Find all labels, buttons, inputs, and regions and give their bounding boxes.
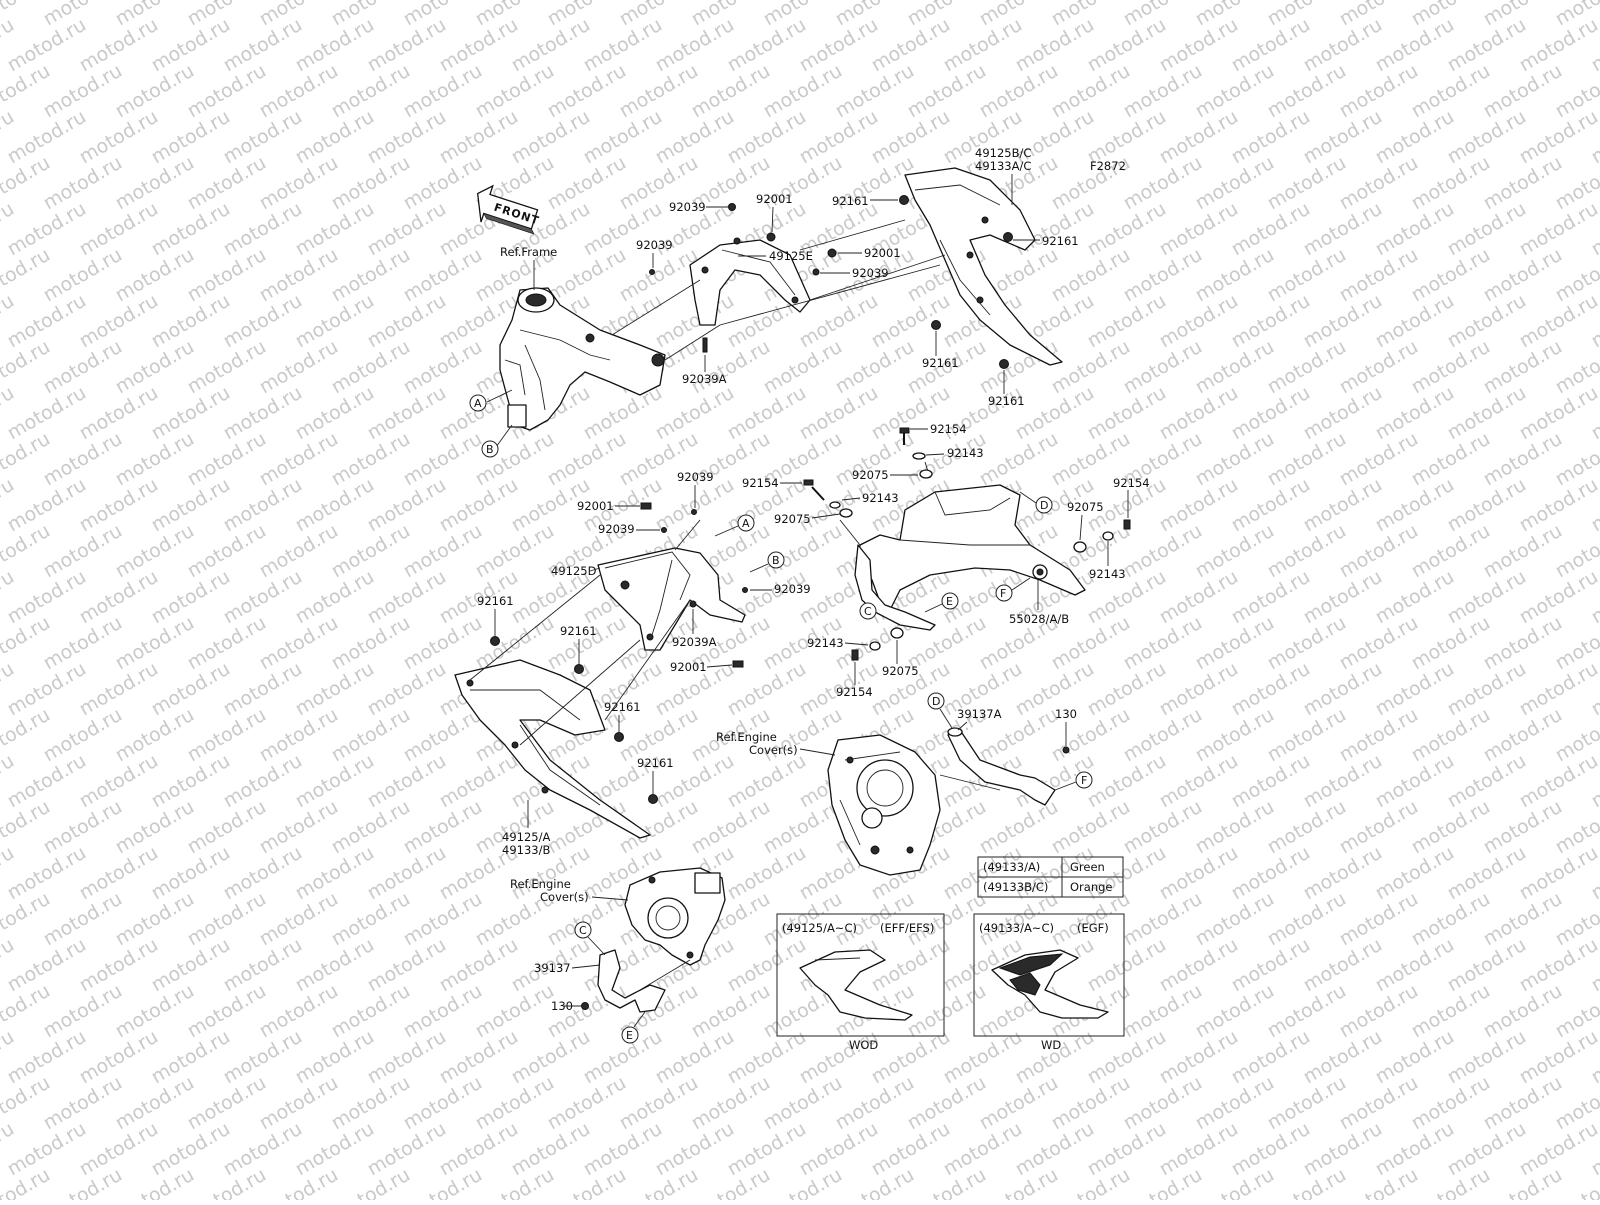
variant-box-wd-caption: WD: [1041, 1038, 1061, 1052]
label-92161-a: 92161: [832, 194, 869, 208]
callout-A-mid: A: [742, 517, 750, 530]
label-39137: 39137: [534, 961, 571, 975]
label-92161-d: 92161: [988, 394, 1025, 408]
color-code-2: (49133B/C): [983, 880, 1048, 894]
label-92075-b: 92075: [774, 512, 811, 526]
label-92039-b: 92039: [636, 238, 673, 252]
label-92161-h: 92161: [637, 756, 674, 770]
label-49125e: 49125E: [769, 249, 813, 263]
callout-F-lower: F: [1081, 774, 1087, 787]
callout-D-lower: D: [932, 695, 940, 708]
label-92075-a: 92075: [852, 468, 889, 482]
label-92039-d: 92039: [677, 470, 714, 484]
label-92143-d: 92143: [807, 636, 844, 650]
label-92039-f: 92039: [774, 582, 811, 596]
label-49133b: 49133/B: [502, 843, 550, 857]
callout-C-right: C: [864, 605, 872, 618]
label-92001-d: 92001: [670, 660, 707, 674]
label-92161-b: 92161: [1042, 234, 1079, 248]
label-92039-a: 92039: [669, 200, 706, 214]
callout-D-right: D: [1040, 499, 1048, 512]
label-92075-d: 92075: [882, 664, 919, 678]
label-55028ab: 55028/A/B: [1009, 612, 1069, 626]
ref-engine-cover-1a: Ref.Engine: [716, 730, 777, 744]
label-92039a-b: 92039A: [672, 635, 717, 649]
label-49125bc: 49125B/C: [975, 146, 1031, 160]
label-92154-d: 92154: [836, 685, 873, 699]
label-92161-f: 92161: [560, 624, 597, 638]
label-92154-a: 92154: [930, 422, 967, 436]
ref-engine-cover-2b: Cover(s): [540, 890, 589, 904]
color-name-1: Green: [1070, 860, 1105, 874]
callout-B-top: B: [486, 443, 494, 456]
variant-box-wd-title: (49133/A~C): [979, 921, 1054, 935]
label-92001-a: 92001: [756, 192, 793, 206]
label-49133ac: 49133A/C: [975, 159, 1031, 173]
label-92143-b: 92143: [862, 491, 899, 505]
callout-C-lower: C: [579, 924, 587, 937]
label-92001-b: 92001: [864, 246, 901, 260]
label-92039-e: 92039: [598, 522, 635, 536]
label-49125d: 49125D: [551, 564, 597, 578]
label-92154-c: 92154: [1113, 476, 1150, 490]
color-code-1: (49133/A): [983, 860, 1040, 874]
callout-A-top: A: [474, 397, 482, 410]
variant-box-wd-model: (EGF): [1077, 921, 1109, 935]
label-39137a: 39137A: [957, 707, 1002, 721]
label-92039a-a: 92039A: [682, 372, 727, 386]
label-130-a: 130: [1055, 707, 1077, 721]
callout-E-right: E: [946, 595, 953, 608]
ref-engine-cover-2a: Ref.Engine: [510, 877, 571, 891]
label-92161-e: 92161: [477, 594, 514, 608]
label-92154-b: 92154: [742, 476, 779, 490]
ref-engine-cover-1b: Cover(s): [749, 743, 798, 757]
label-92143-a: 92143: [947, 446, 984, 460]
label-92039-c: 92039: [852, 266, 889, 280]
ref-frame-label: Ref.Frame: [500, 245, 557, 259]
callout-F-right: F: [1000, 587, 1006, 600]
label-92143-c: 92143: [1089, 567, 1126, 581]
variant-box-wod-title: (49125/A~C): [782, 921, 857, 935]
label-49125a: 49125/A: [502, 830, 550, 844]
variant-box-wod-model: (EFF/EFS): [880, 921, 934, 935]
label-92075-c: 92075: [1067, 500, 1104, 514]
color-name-2: Orange: [1070, 880, 1113, 894]
callout-E-lower: E: [626, 1029, 633, 1042]
label-92161-g: 92161: [604, 700, 641, 714]
variant-box-wod-caption: WOD: [849, 1038, 878, 1052]
diagram-code: F2872: [1090, 159, 1126, 173]
label-92001-c: 92001: [577, 499, 614, 513]
label-92161-c: 92161: [922, 356, 959, 370]
callout-B-mid: B: [772, 554, 780, 567]
